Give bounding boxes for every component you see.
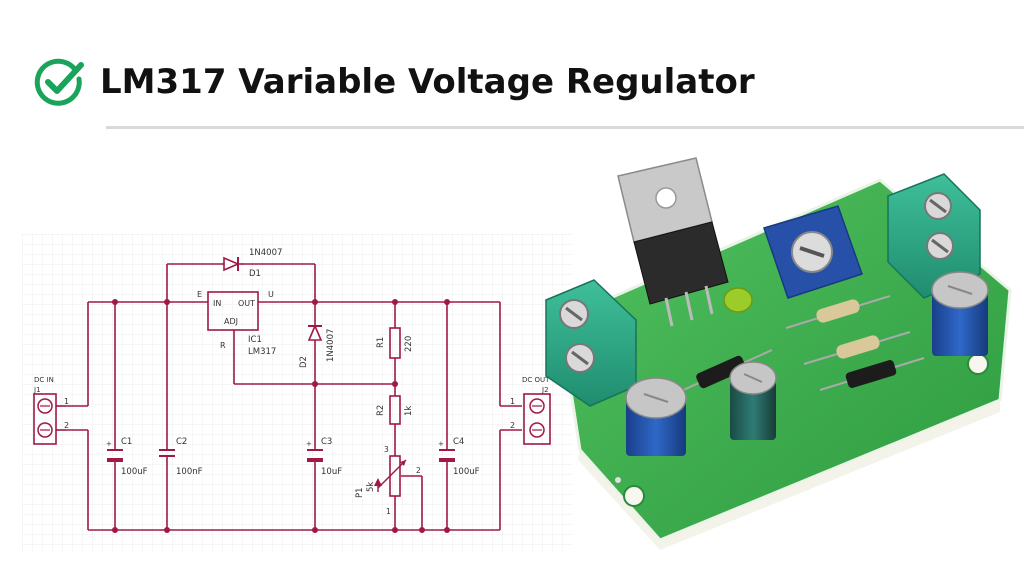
r1-value-label: 220 <box>404 336 414 352</box>
potentiometer-p1: P1 5k 3 2 1 <box>355 445 421 516</box>
p1-ref-label: P1 <box>355 487 365 498</box>
mounting-hole <box>623 485 645 507</box>
c4-value-label: 100uF <box>453 467 480 477</box>
r2-ref-label: R2 <box>376 405 386 416</box>
resistor-r2: R2 1k <box>376 395 414 425</box>
capacitor-c2: C2 100nF <box>159 437 203 477</box>
r1-ref-label: R1 <box>376 337 386 348</box>
p1-value-label: 5k <box>366 482 376 492</box>
check-circle-icon <box>34 58 84 106</box>
capacitor-c4: + C4 100uF <box>438 437 480 477</box>
c1-ref-label: C1 <box>121 437 132 447</box>
diode-components <box>669 349 925 397</box>
c2-value-label: 100nF <box>176 467 203 477</box>
circuit-schematic: 1N4007 D1 IN OUT ADJ E U R IC1 LM317 D2 … <box>22 234 572 552</box>
c1-plus: + <box>106 440 112 448</box>
j1-pin2: 2 <box>64 421 69 430</box>
d2-part-label: 1N4007 <box>326 329 336 362</box>
trimmer-potentiometer <box>763 205 863 299</box>
connector-j1: DC IN J1 1 2 <box>33 376 69 445</box>
led-indicator <box>723 287 753 313</box>
mounting-hole <box>967 353 989 375</box>
c4-ref-label: C4 <box>453 437 464 447</box>
c1-value-label: 100uF <box>121 467 148 477</box>
j1-pin1: 1 <box>64 397 69 406</box>
c4-plus: + <box>438 440 444 448</box>
ic-u-label: U <box>268 290 274 299</box>
d1-ref-label: D1 <box>249 269 261 279</box>
r2-value-label: 1k <box>404 406 414 416</box>
connector-j2: DC OUT J2 1 2 <box>510 376 551 445</box>
ic-adj-pin: ADJ <box>224 317 238 326</box>
title-divider <box>106 126 1024 129</box>
p1-pin1-label: 1 <box>386 507 391 516</box>
d1-part-label: 1N4007 <box>249 248 282 258</box>
j2-pin2: 2 <box>510 421 515 430</box>
ic-lm317: IN OUT ADJ E U R IC1 LM317 <box>197 290 276 357</box>
c3-plus: + <box>306 440 312 448</box>
j2-ref: J2 <box>541 386 549 394</box>
page-title: LM317 Variable Voltage Regulator <box>100 62 755 102</box>
j2-pin1: 1 <box>510 397 515 406</box>
c2-ref-label: C2 <box>176 437 187 447</box>
diode-d1: 1N4007 D1 <box>222 248 282 279</box>
ic-out-pin: OUT <box>238 299 255 308</box>
electrolytic-capacitors <box>625 271 989 456</box>
ic-e-label: E <box>197 290 202 299</box>
pcb-module-photo <box>545 157 1012 550</box>
lm317-regulator <box>617 157 729 327</box>
j1-label: DC IN <box>34 376 54 384</box>
schematic-grid <box>22 234 572 552</box>
d2-ref-label: D2 <box>299 356 309 368</box>
diode-d2: D2 1N4007 <box>299 323 336 368</box>
j2-label: DC OUT <box>522 376 550 384</box>
ic-part-label: LM317 <box>248 347 276 357</box>
output-terminal-block <box>887 173 981 299</box>
capacitor-c1: + C1 100uF <box>106 437 148 477</box>
page-header: LM317 Variable Voltage Regulator <box>32 52 755 112</box>
p1-pin3-label: 3 <box>384 445 389 454</box>
ic-in-pin: IN <box>213 299 221 308</box>
schematic-wires <box>66 263 522 531</box>
junction-dots <box>112 299 450 533</box>
resistor-r1: R1 220 <box>376 327 414 359</box>
c3-ref-label: C3 <box>321 437 332 447</box>
c3-value-label: 10uF <box>321 467 342 477</box>
ic-r-label: R <box>220 341 226 350</box>
p1-pin2-label: 2 <box>416 466 421 475</box>
capacitor-c3: + C3 10uF <box>306 437 342 477</box>
j1-ref: J1 <box>33 386 41 394</box>
ic-ref-label: IC1 <box>248 335 262 345</box>
resistor-components <box>785 295 911 365</box>
